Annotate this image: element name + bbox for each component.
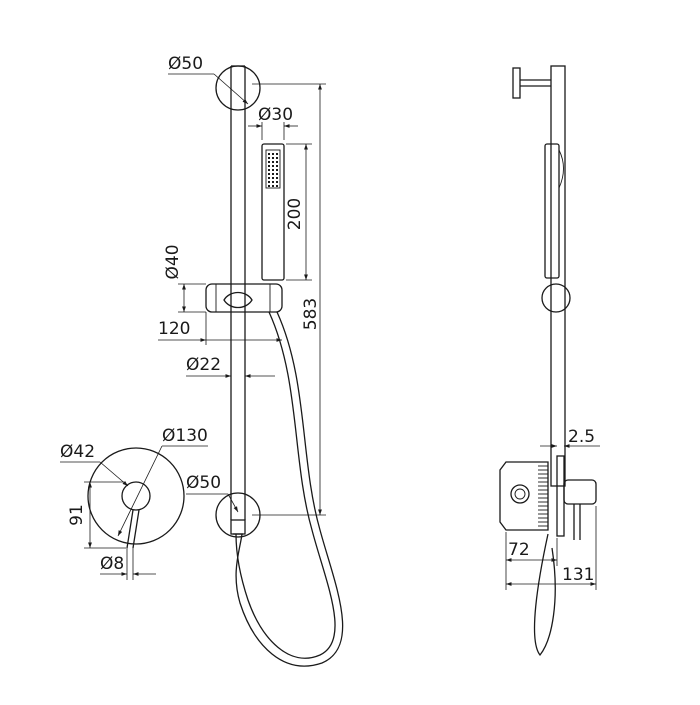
dim-label-handshower-length: 200 (285, 198, 305, 230)
nozzle-dot (272, 173, 274, 175)
mixer-lever-left (126, 509, 134, 549)
dim-label-handle-diameter: Ø42 (60, 442, 95, 462)
rail-top-bracket (215, 65, 261, 111)
side-handle (563, 479, 597, 505)
nozzle-dot (276, 165, 278, 167)
nozzle-dot (272, 157, 274, 159)
nozzle-dot (268, 165, 270, 167)
nozzle-dot (268, 173, 270, 175)
dim-arrow-plate (117, 445, 163, 537)
nozzle-dot (272, 177, 274, 179)
dim-label-top-bracket: Ø50 (168, 54, 203, 74)
mixer-front-view: Ø42 Ø130 91 Ø8 (60, 426, 208, 580)
nozzle-dot (276, 157, 278, 159)
nozzle-dot (276, 169, 278, 171)
nozzle-dot (276, 181, 278, 183)
nozzle-dot (276, 161, 278, 163)
nozzle-dot (268, 181, 270, 183)
dim-label-holder-diameter: Ø40 (163, 244, 183, 279)
side-view: 2.5 72 131 (499, 65, 600, 657)
nozzle-dot (276, 185, 278, 187)
side-handshower-face (558, 149, 564, 189)
nozzle-dot (268, 169, 270, 171)
dim-label-plate-thickness: 2.5 (568, 427, 595, 447)
mixer-cover-plate (87, 447, 185, 545)
side-mixer-port (510, 484, 530, 504)
handshower-spray-face (265, 149, 281, 189)
slider-holder-grip (223, 291, 253, 309)
dim-label-handle-height: 91 (67, 504, 87, 526)
side-top-bracket-flange (512, 67, 521, 99)
dim-label-bottom-bracket: Ø50 (186, 473, 221, 493)
side-slider-holder (541, 283, 571, 313)
nozzle-dot (276, 173, 278, 175)
side-rail (550, 65, 566, 487)
nozzle-dot (268, 177, 270, 179)
nozzle-dot (268, 153, 270, 155)
dim-label-plate-diameter: Ø130 (162, 426, 208, 446)
hose-outer (235, 311, 336, 659)
nozzle-dot (276, 153, 278, 155)
side-mixer-thread (538, 465, 548, 527)
mixer-lever-right (132, 509, 140, 549)
front-view: Ø50 Ø30 200 Ø40 120 Ø22 583 Ø5 (158, 54, 344, 667)
handshower-nozzles (268, 153, 278, 187)
dim-label-rail-diameter: Ø22 (186, 355, 221, 375)
dim-arrow-bottom-bracket (227, 493, 239, 513)
nozzle-dot (268, 161, 270, 163)
dim-label-rail-length: 583 (301, 298, 321, 330)
side-mixer-port-inner (514, 488, 526, 500)
nozzle-dot (272, 165, 274, 167)
nozzle-dot (272, 181, 274, 183)
handshower (261, 143, 285, 281)
dim-label-projection: 120 (158, 319, 190, 339)
mixer-handle (121, 481, 151, 511)
dim-label-handshower-diameter: Ø30 (258, 105, 293, 125)
side-hose (533, 533, 556, 657)
hose-inner (235, 311, 344, 667)
nozzle-dot (272, 185, 274, 187)
slider-holder (205, 283, 283, 313)
nozzle-dot (272, 161, 274, 163)
dim-label-mixer-depth: 72 (508, 540, 530, 560)
side-mixer-body (499, 461, 549, 531)
nozzle-dot (272, 169, 274, 171)
side-cover-plate (556, 455, 565, 537)
side-handshower (544, 143, 560, 279)
hose-connector (230, 519, 246, 535)
nozzle-dot (268, 157, 270, 159)
nozzle-dot (268, 185, 270, 187)
nozzle-dot (272, 153, 274, 155)
dim-arrow-top-bracket (213, 73, 249, 105)
dim-label-lever-diameter: Ø8 (100, 554, 124, 574)
nozzle-dot (276, 177, 278, 179)
dim-label-total-projection: 131 (562, 565, 594, 585)
